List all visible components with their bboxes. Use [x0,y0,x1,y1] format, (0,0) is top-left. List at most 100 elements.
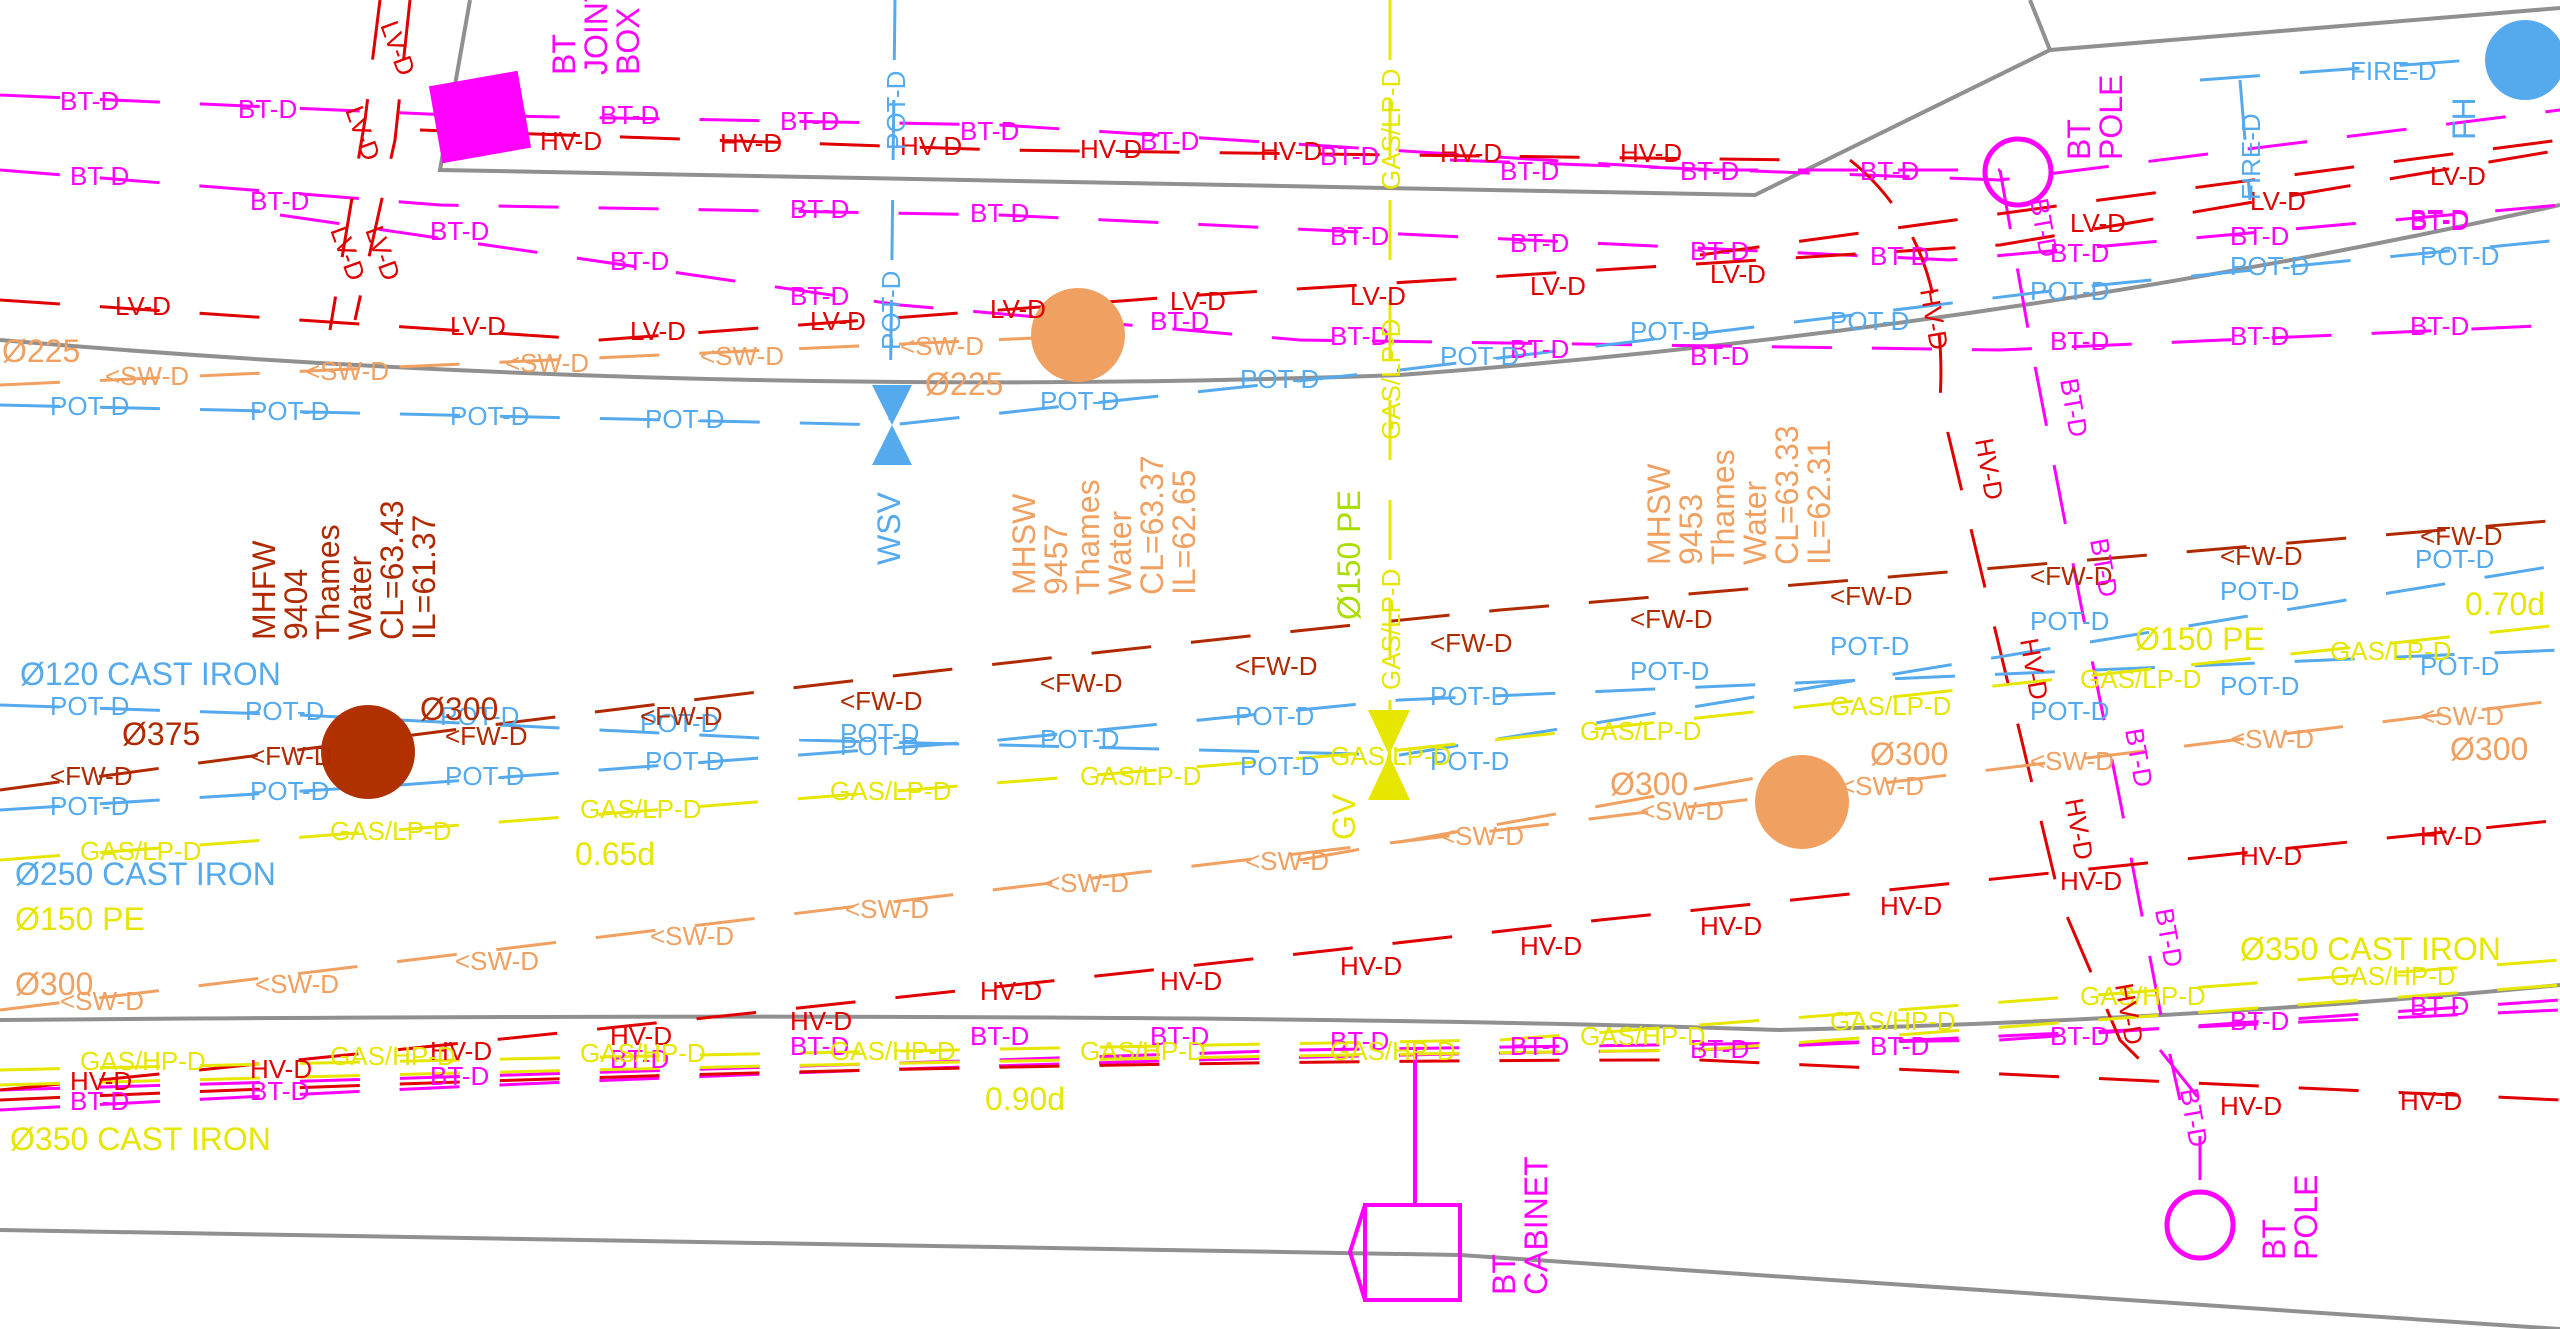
gas-hp-label: GAS/HP-D [830,1036,956,1066]
pot-label: POT-D [250,396,329,426]
sw-label: <SW-D [900,331,984,361]
sw-label: <SW-D [505,348,589,378]
pot-label: POT-D [50,691,129,721]
depth-annotation: 0.65d [575,836,655,872]
fw-label: <FW-D [1630,604,1713,634]
sw-label: <SW-D [2420,701,2504,731]
lv-vertical-label: LV-D [374,17,421,80]
fw-label: <FW-D [1830,581,1913,611]
bt-vertical-label: BT-D [2174,1086,2214,1150]
gas-hp-label: GAS/HP-D [1330,1036,1456,1066]
pot-vertical-label: POT-D [881,71,911,150]
bt-label: BT-D [2410,991,2469,1021]
pot-label: POT-D [50,791,129,821]
bt-label: BT-D [1330,321,1389,351]
gas-lp-label: GAS/LP-D [1330,741,1451,771]
pot-label: POT-D [2220,671,2299,701]
lv-label: LV-D [990,294,1046,324]
gas-hp-label: GAS/HP-D [80,1046,206,1076]
bt-lines [0,93,2560,1180]
sw-line-1 [0,333,1101,387]
gas-hp-label: GAS/HP-D [1580,1021,1706,1051]
bt-label: BT-D [1690,341,1749,371]
fw-label: <FW-D [2220,541,2303,571]
hv-line-1 [419,128,1801,162]
sw-label: <SW-D [845,894,929,924]
pot-label: POT-D [1430,746,1509,776]
sw-label: <SW-D [650,921,734,951]
pot-line-1 [0,238,2560,427]
diameter-annotation: Ø375 [122,716,200,752]
bt-vertical-label: BT-D [2054,376,2094,440]
bt-label: BT-D [600,100,659,130]
mhsw-1-manhole-symbol [1031,288,1125,382]
gas-lp-label: GAS/LP-D [80,836,201,866]
lv-label: LV-D [1170,286,1226,316]
fw-lines [0,518,2560,792]
gas-lp-label: GAS/LP-D [1580,716,1701,746]
bt-label: BT-D [610,246,669,276]
gas-hp-label: GAS/HP-D [2330,961,2456,991]
mhsw-2-manhole-symbol [1755,755,1849,849]
hv-label: HV-D [2400,1086,2462,1116]
fw-label: <FW-D [445,721,528,751]
sw-label: <SW-D [305,356,389,386]
pot-label: POT-D [1240,364,1319,394]
fire-line-vert [2238,79,2252,201]
bt-label: BT-D [790,194,849,224]
diameter-annotation: Ø350 CAST IRON [2240,931,2501,967]
hv-label: HV-D [1620,138,1682,168]
bt-label: BT-D [970,1021,1029,1051]
diameter-annotation: Ø300 [15,966,93,1002]
pot-label: POT-D [645,746,724,776]
pot-label: POT-D [2220,576,2299,606]
sw-label: <SW-D [1640,796,1724,826]
bt-label: BT-D [780,106,839,136]
pot-label: POT-D [840,731,919,761]
pot-label: POT-D [450,401,529,431]
bt-label: BT-D [2230,1006,2289,1036]
lv-label: LV-D [1350,281,1406,311]
pot-label: POT-D [1440,341,1519,371]
gas-hp-label: GAS/HP-D [580,1038,706,1068]
pot-label: POT-D [50,391,129,421]
pot-line-vert [888,0,897,421]
bt-label: BT-D [2230,221,2289,251]
bt-label: BT-D [1510,1031,1569,1061]
sw-label: <SW-D [60,986,144,1016]
bt-label: BT-D [1870,241,1929,271]
fire-hydrant-label: FH [2446,97,2482,140]
fw-label: <FW-D [640,701,723,731]
hv-label: HV-D [430,1036,492,1066]
pot-label: POT-D [645,404,724,434]
bt-line-4 [1449,108,2560,182]
diameter-annotation: Ø120 CAST IRON [20,656,281,692]
pot-label: POT-D [640,708,719,738]
hv-label: HV-D [540,126,602,156]
sw-lines [0,333,2560,1012]
bt-label: BT-D [2050,238,2109,268]
wsv-label: WSV [871,491,907,565]
sw-label: <SW-D [2230,724,2314,754]
bt-vertical-label: BT-D [2024,196,2064,260]
sw-label: <SW-D [105,361,189,391]
bt-label: BT-D [60,86,119,116]
bt-line-2 [0,168,2560,262]
bt-label: BT-D [250,1076,309,1106]
bt-label: BT-D [1680,156,1739,186]
pot-label: POT-D [2420,241,2499,271]
hv-label: HV-D [610,1021,672,1051]
gas-lp-label: GAS/LP-D [830,776,951,806]
hv-lines [0,128,2560,1102]
diameter-annotation: Ø300 [420,691,498,727]
features [321,20,2560,1302]
pot-label: POT-D [1630,316,1709,346]
bt-label: BT-D [1320,141,1379,171]
gas-vertical-label: GAS/LP-D [1376,569,1406,690]
fw-label: <FW-D [1040,668,1123,698]
depth-annotation: 0.90d [985,1081,1065,1117]
gas-lp-label: GAS/LP-D [1830,691,1951,721]
lv-line-vert-1 [328,0,382,331]
lv-lines [0,0,2560,342]
